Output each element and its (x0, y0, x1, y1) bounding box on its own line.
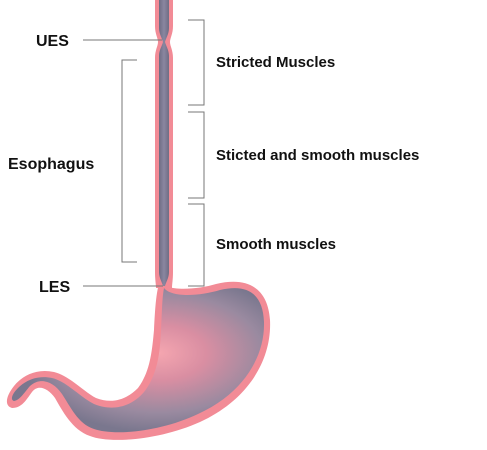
region-bracket-mixed (188, 111, 205, 199)
esophagus-label: Esophagus (8, 156, 94, 173)
region-label-smooth: Smooth muscles (216, 236, 336, 253)
ues-label: UES (36, 33, 69, 50)
region-bracket-smooth (188, 203, 205, 287)
region-bracket-stricted (188, 19, 205, 106)
stomach-lumen (11, 288, 265, 433)
les-label: LES (39, 279, 70, 296)
region-label-mixed: Sticted and smooth muscles (216, 147, 419, 164)
esophagus-bracket (121, 59, 137, 263)
region-label-stricted: Stricted Muscles (216, 54, 335, 71)
esophagus-lumen (159, 0, 169, 286)
